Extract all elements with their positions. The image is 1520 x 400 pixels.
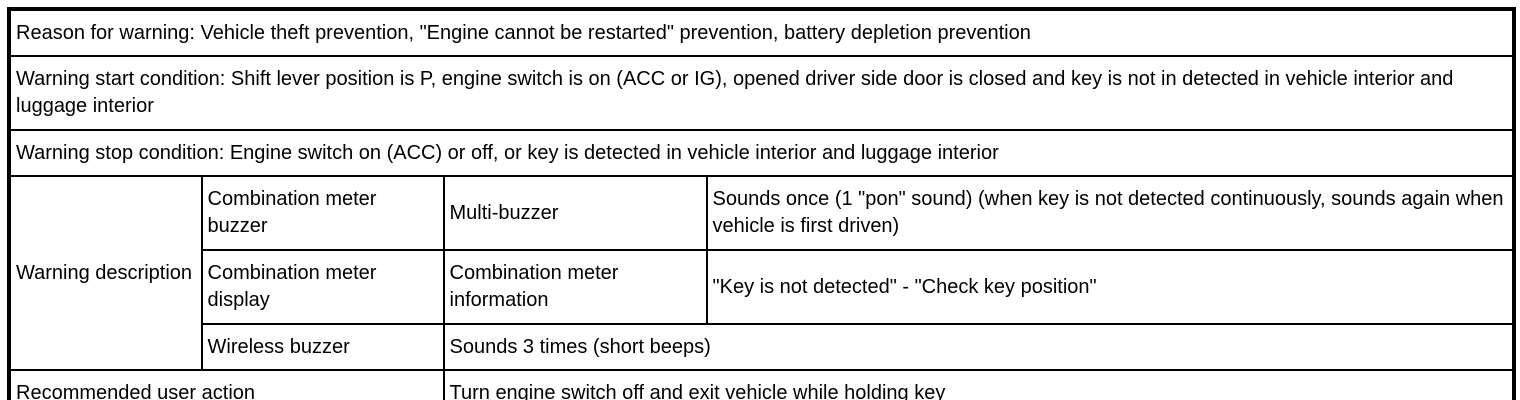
multi-buzzer-cell: Multi-buzzer — [442, 175, 708, 251]
table-row: Recommended user action Turn engine swit… — [8, 369, 1515, 400]
table-row: Reason for warning: Vehicle theft preven… — [8, 8, 1515, 57]
warning-description-label-cell: Warning description — [8, 175, 203, 371]
recommended-user-action-value-cell: Turn engine switch off and exit vehicle … — [442, 369, 1515, 400]
warning-start-condition-cell: Warning start condition: Shift lever pos… — [8, 55, 1515, 131]
table-row: Warning start condition: Shift lever pos… — [8, 55, 1515, 131]
wireless-buzzer-cell: Wireless buzzer — [200, 323, 445, 371]
combination-meter-display-cell: Combination meter display — [200, 249, 445, 325]
display-message-cell: "Key is not detected" - "Check key posit… — [705, 249, 1515, 325]
buzzer-behavior-cell: Sounds once (1 "pon" sound) (when key is… — [705, 175, 1515, 251]
wireless-buzzer-behavior-cell: Sounds 3 times (short beeps) — [442, 323, 1515, 371]
table-row: Warning stop condition: Engine switch on… — [8, 129, 1515, 177]
combination-meter-information-cell: Combination meter information — [442, 249, 708, 325]
table-row: Wireless buzzer Sounds 3 times (short be… — [10, 323, 1515, 371]
warning-table: Reason for warning: Vehicle theft preven… — [6, 7, 1517, 400]
warning-stop-condition-cell: Warning stop condition: Engine switch on… — [8, 129, 1515, 177]
combination-meter-buzzer-cell: Combination meter buzzer — [200, 175, 445, 251]
reason-for-warning-cell: Reason for warning: Vehicle theft preven… — [8, 8, 1515, 57]
recommended-user-action-label-cell: Recommended user action — [8, 369, 445, 400]
table-row: Combination meter display Combination me… — [10, 249, 1515, 325]
table-row: Warning description Combination meter bu… — [8, 175, 1515, 371]
